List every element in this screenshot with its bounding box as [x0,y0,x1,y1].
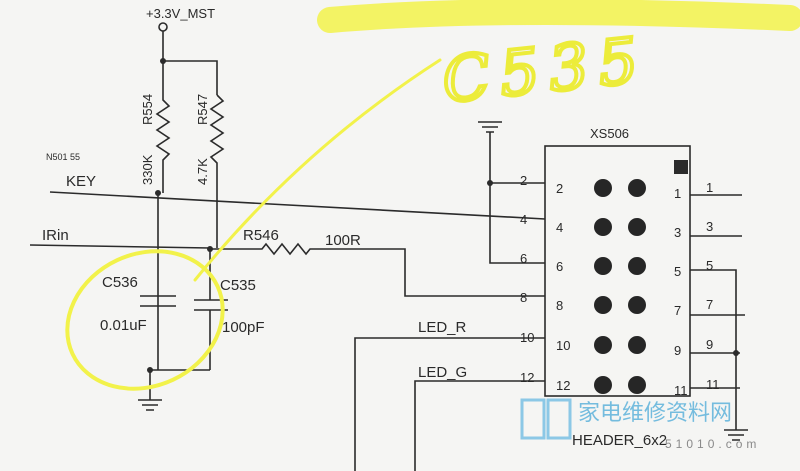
right-pin-number-inner: 5 [674,264,681,279]
left-pin-number-outer: 12 [520,370,534,385]
key-note: N501 55 [46,152,80,162]
left-pin-number-inner: 6 [556,259,563,274]
led-g-net-label: LED_G [418,364,467,381]
resistor-r546-wire [210,242,545,297]
led-r-net-label: LED_R [418,319,467,336]
power-terminal [158,22,168,32]
power-wire [162,31,218,95]
resistor-r554 [155,61,171,193]
key-wire [49,191,546,220]
pin-dot [594,257,612,275]
r554-value: 330K [140,154,155,185]
pin-dot [594,296,612,314]
pin-dot [628,296,646,314]
pin-dot [594,179,612,197]
watermark-title: 家电维修资料网 [578,401,732,426]
ground-symbol [138,369,210,411]
irin-net-label: IRin [42,227,69,244]
led-g-wire [414,380,545,471]
c536-value: 0.01uF [100,317,147,334]
handwritten-annotation: C535 [439,23,651,117]
left-pin-number-inner: 10 [556,338,570,353]
pin-dot [628,257,646,275]
left-pin-number-outer: 6 [520,251,527,266]
c535-value: 100pF [222,319,265,336]
highlighter-scribble [317,0,800,33]
right-pin-number-outer: 5 [706,258,713,273]
highlighter-line [193,58,442,282]
junction-dot [733,350,739,356]
left-pin-number-outer: 2 [520,173,527,188]
key-net-label: KEY [66,173,96,190]
junction-dot [147,367,153,373]
left-pin-number-inner: 8 [556,298,563,313]
right-pin-number-outer: 7 [706,297,713,312]
right-pin-number-inner: 11 [674,383,688,398]
left-pin-number-inner: 4 [556,220,563,235]
pin-dot [628,376,646,394]
junction-dot [487,180,493,186]
pin-dot [594,376,612,394]
watermark-url: 51010.com [665,437,760,451]
right-pin-number-inner: 3 [674,225,681,240]
r546-value: 100R [325,232,361,249]
c536-ref: C536 [102,274,138,291]
irin-wire [29,244,211,249]
r547-value: 4.7K [195,158,210,185]
right-pin-number-outer: 3 [706,219,713,234]
power-label: +3.3V_MST [146,6,215,21]
connector-ref: XS506 [590,126,629,141]
pin1-marker [674,160,688,174]
right-pin-number-inner: 1 [674,186,681,201]
left-pin-number-outer: 10 [520,330,534,345]
connector-type: HEADER_6x2 [572,432,667,449]
ground-symbol-top [478,121,545,264]
resistor-r547 [209,94,225,248]
left-pin-number-outer: 8 [520,290,527,305]
left-pin-number-inner: 12 [556,378,570,393]
c535-ref: C535 [220,277,256,294]
right-pin-wires [690,194,748,441]
r547-ref: R547 [195,94,210,125]
right-pin-number-outer: 9 [706,337,713,352]
capacitor-c536 [140,295,176,307]
right-pin-number-inner: 7 [674,303,681,318]
pin-dot [628,218,646,236]
pin-dot [594,336,612,354]
watermark-logo-icon [520,398,572,440]
left-pin-number-inner: 2 [556,181,563,196]
pin-dot [628,336,646,354]
pin-dot [628,179,646,197]
connector-xs506 [544,145,691,397]
right-pin-number-inner: 9 [674,343,681,358]
led-r-wire [354,337,545,471]
right-pin-number-outer: 11 [706,377,720,392]
left-pin-number-outer: 4 [520,212,527,227]
highlighter-circle [65,249,225,391]
right-pin-number-outer: 1 [706,180,713,195]
r554-ref: R554 [140,94,155,125]
pin-dot [594,218,612,236]
r546-ref: R546 [243,227,279,244]
